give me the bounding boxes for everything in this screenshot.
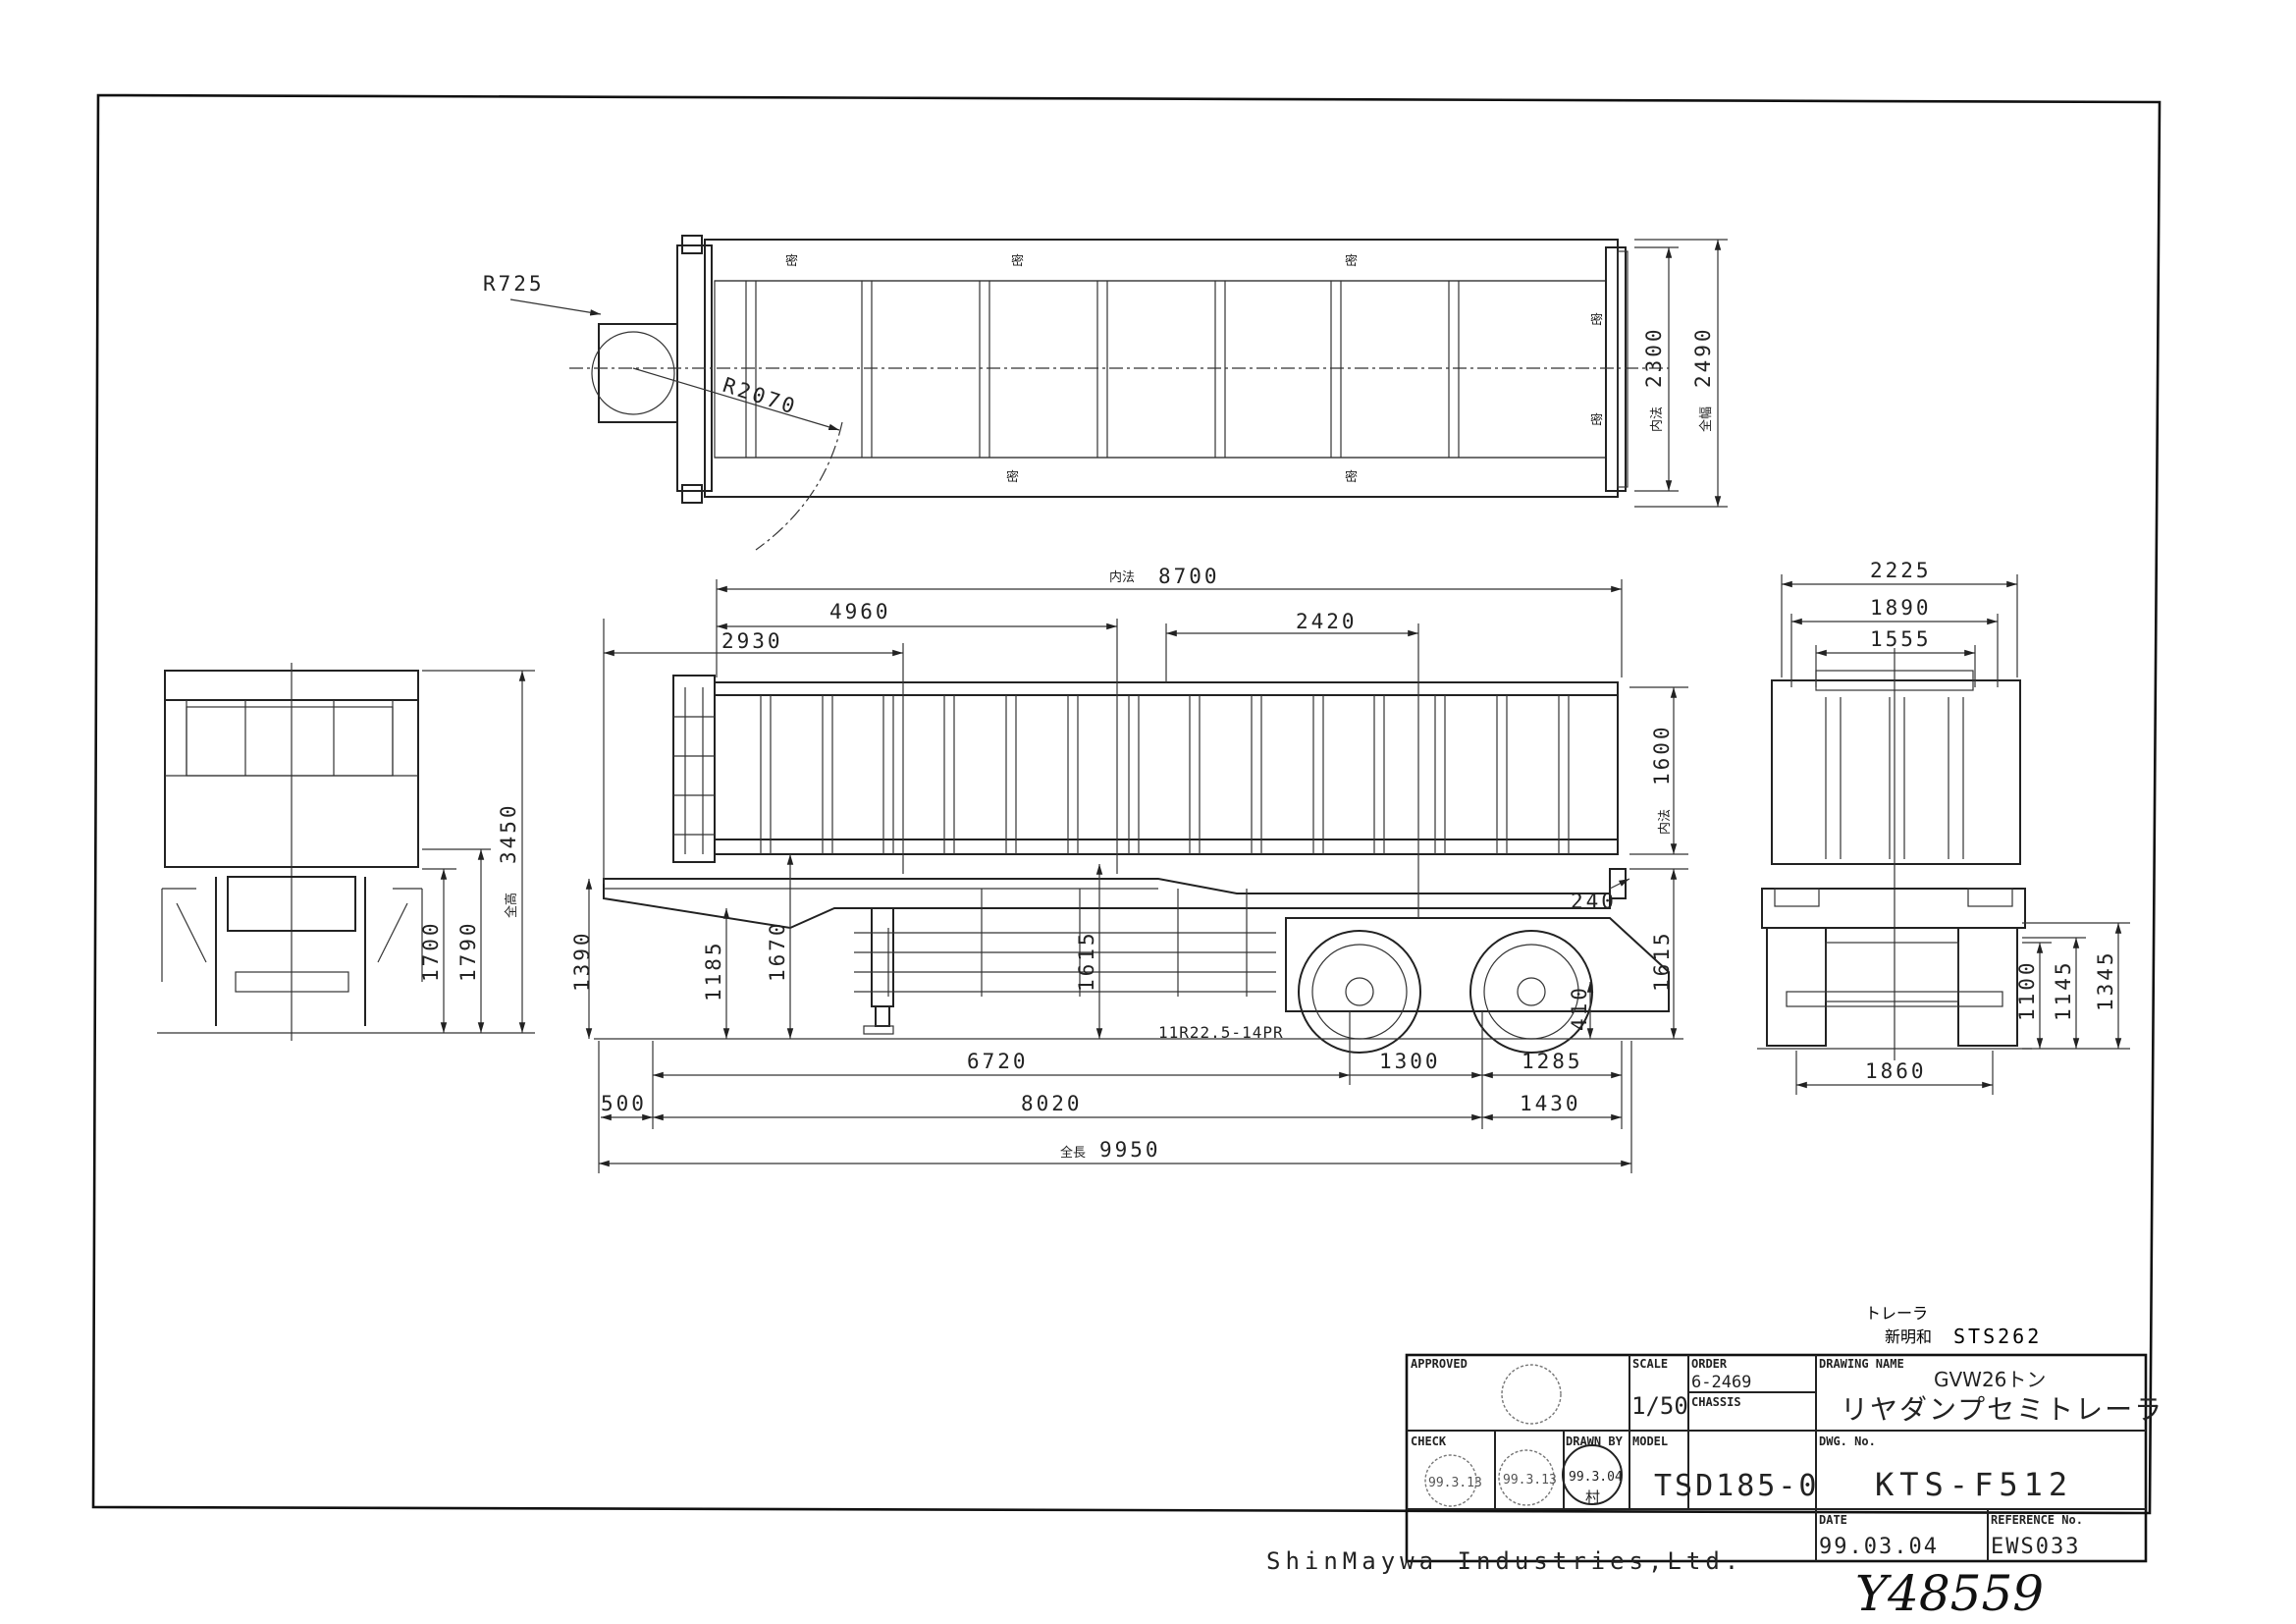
top-view: 密 密 密 密 密 密 密 R725 R2070 内法 2300 全幅 2490	[483, 235, 1728, 551]
chassis-label: CHASSIS	[1691, 1395, 1741, 1409]
dim-8020: 8020	[1021, 1092, 1083, 1115]
drawing-name-label: DRAWING NAME	[1819, 1357, 1904, 1371]
svg-text:密: 密	[1006, 469, 1019, 485]
svg-text:密: 密	[1011, 253, 1024, 269]
overall-length-value: 9950	[1099, 1138, 1161, 1162]
dwg-no-label: DWG. No.	[1819, 1435, 1876, 1448]
drawing-border	[91, 93, 2162, 1515]
dim-1615-right: 1615	[1650, 930, 1674, 992]
drawn-stamp-date: 99.3.04	[1569, 1470, 1623, 1485]
inner-height-value: 1600	[1650, 724, 1674, 785]
dim-1860: 1860	[1865, 1059, 1927, 1083]
dim-240: 240	[1571, 890, 1617, 913]
inner-width-label: 内法	[1649, 406, 1665, 432]
approved-stamp	[1501, 1364, 1562, 1425]
svg-text:密: 密	[1590, 312, 1603, 328]
model-label: MODEL	[1632, 1435, 1668, 1448]
handwritten-id: Y48559	[1855, 1565, 2044, 1622]
inner-width-value: 2300	[1642, 326, 1666, 388]
dim-1555: 1555	[1870, 627, 1932, 651]
dim-1345: 1345	[2094, 949, 2117, 1011]
dim-1100: 1100	[2015, 959, 2039, 1021]
overall-height-value: 3450	[497, 802, 520, 864]
front-view: 全高 3450 1790 1700	[157, 663, 535, 1041]
svg-text:密: 密	[785, 253, 798, 269]
check-label: CHECK	[1411, 1435, 1447, 1448]
overall-width-label: 全幅	[1698, 406, 1714, 432]
overall-length-label: 全長	[1060, 1145, 1086, 1161]
order-label: ORDER	[1691, 1357, 1728, 1371]
scale-value: 1/50	[1631, 1392, 1688, 1420]
tire-spec: 11R22.5-14PR	[1158, 1023, 1284, 1042]
dim-2225: 2225	[1870, 559, 1932, 582]
check-stamp	[1424, 1454, 1477, 1507]
header-note-model: STS262	[1953, 1325, 2042, 1348]
dim-2420: 2420	[1296, 610, 1358, 633]
rear-view: 2225 1890 1555 1345 1145 1100 1860	[1757, 559, 2130, 1095]
mid-stamp-date: 99.3.13	[1503, 1473, 1557, 1488]
dim-4960: 4960	[829, 600, 891, 623]
mid-stamp	[1498, 1449, 1555, 1506]
order-value: 6-2469	[1691, 1373, 1751, 1392]
inner-length-value: 8700	[1158, 565, 1220, 588]
dim-1790: 1790	[456, 920, 480, 982]
overall-width-value: 2490	[1691, 326, 1715, 388]
r725-label: R725	[483, 272, 545, 296]
dim-500: 500	[601, 1092, 647, 1115]
check-stamp-date: 99.3.13	[1428, 1476, 1482, 1490]
svg-text:密: 密	[1590, 412, 1603, 428]
reference-label: REFERENCE No.	[1991, 1513, 2083, 1527]
dim-1890: 1890	[1870, 596, 1932, 620]
dim-1700: 1700	[419, 920, 443, 982]
dim-1185: 1185	[702, 940, 725, 1001]
dim-410: 410	[1568, 985, 1591, 1031]
date-label: DATE	[1819, 1513, 1847, 1527]
reference-value: EWS033	[1991, 1535, 2080, 1559]
scale-label: SCALE	[1632, 1357, 1668, 1371]
svg-text:密: 密	[1345, 469, 1358, 485]
dim-6720: 6720	[967, 1050, 1029, 1073]
dim-1145: 1145	[2052, 959, 2075, 1021]
date-value: 99.03.04	[1819, 1535, 1939, 1559]
drawing-name-line2: リヤダンプセミトレーラ	[1841, 1393, 2163, 1426]
dim-1390: 1390	[570, 930, 594, 992]
dim-1285: 1285	[1522, 1050, 1583, 1073]
dwg-no-value: KTS-F512	[1875, 1466, 2073, 1503]
drawn-by-label: DRAWN BY	[1566, 1435, 1624, 1448]
approved-label: APPROVED	[1411, 1357, 1468, 1371]
dim-1430: 1430	[1520, 1092, 1581, 1115]
drawn-stamp-name: 村	[1585, 1489, 1600, 1506]
dim-1615-mid: 1615	[1075, 930, 1098, 992]
inner-length-label: 内法	[1109, 569, 1135, 585]
dim-1670: 1670	[766, 920, 789, 982]
drawn-stamp	[1562, 1444, 1623, 1505]
company-name: ShinMaywa Industries,Ltd.	[1266, 1547, 1743, 1575]
svg-text:密: 密	[1345, 253, 1358, 269]
dim-1300: 1300	[1379, 1050, 1441, 1073]
header-note-maker: 新明和	[1885, 1327, 1932, 1346]
model-value: TSD185-0	[1654, 1469, 1820, 1503]
inner-height-label: 内法	[1657, 809, 1673, 835]
drawing-name-line1: GVW26トン	[1934, 1368, 2046, 1391]
r2070-label: R2070	[720, 373, 800, 419]
title-block: APPROVED SCALE 1/50 ORDER 6-2469 CHASSIS…	[1405, 1353, 2163, 1563]
header-note-line1: トレーラ	[1865, 1304, 1928, 1323]
overall-height-label: 全高	[504, 893, 519, 918]
side-view: 内法 8700 4960 2930 2420 内法 1600 1615 240 …	[570, 565, 1688, 1173]
dim-2930: 2930	[721, 629, 783, 653]
